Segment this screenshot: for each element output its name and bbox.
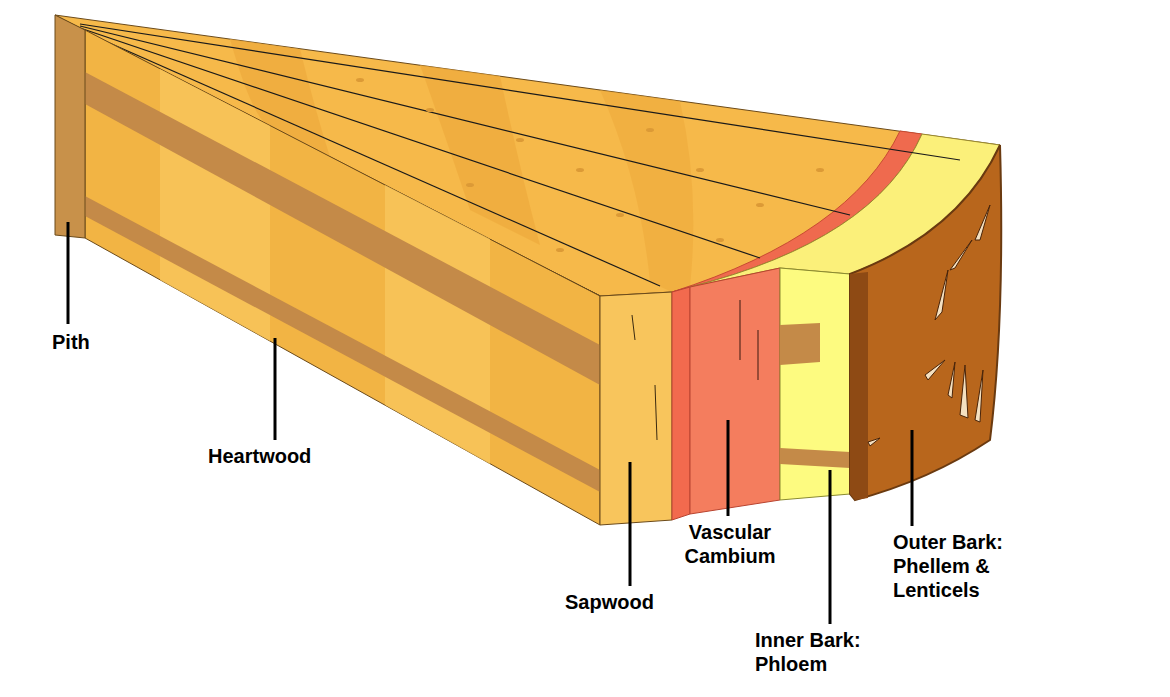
part-label: Heartwood (208, 444, 358, 468)
part-label: Vascular Cambium (660, 520, 800, 568)
part-label: Inner Bark: Phloem (755, 628, 905, 676)
part-label: Sapwood (565, 590, 695, 614)
part-label: Outer Bark: Phellem & Lenticels (893, 530, 1071, 602)
part-label: Pith (52, 330, 132, 354)
